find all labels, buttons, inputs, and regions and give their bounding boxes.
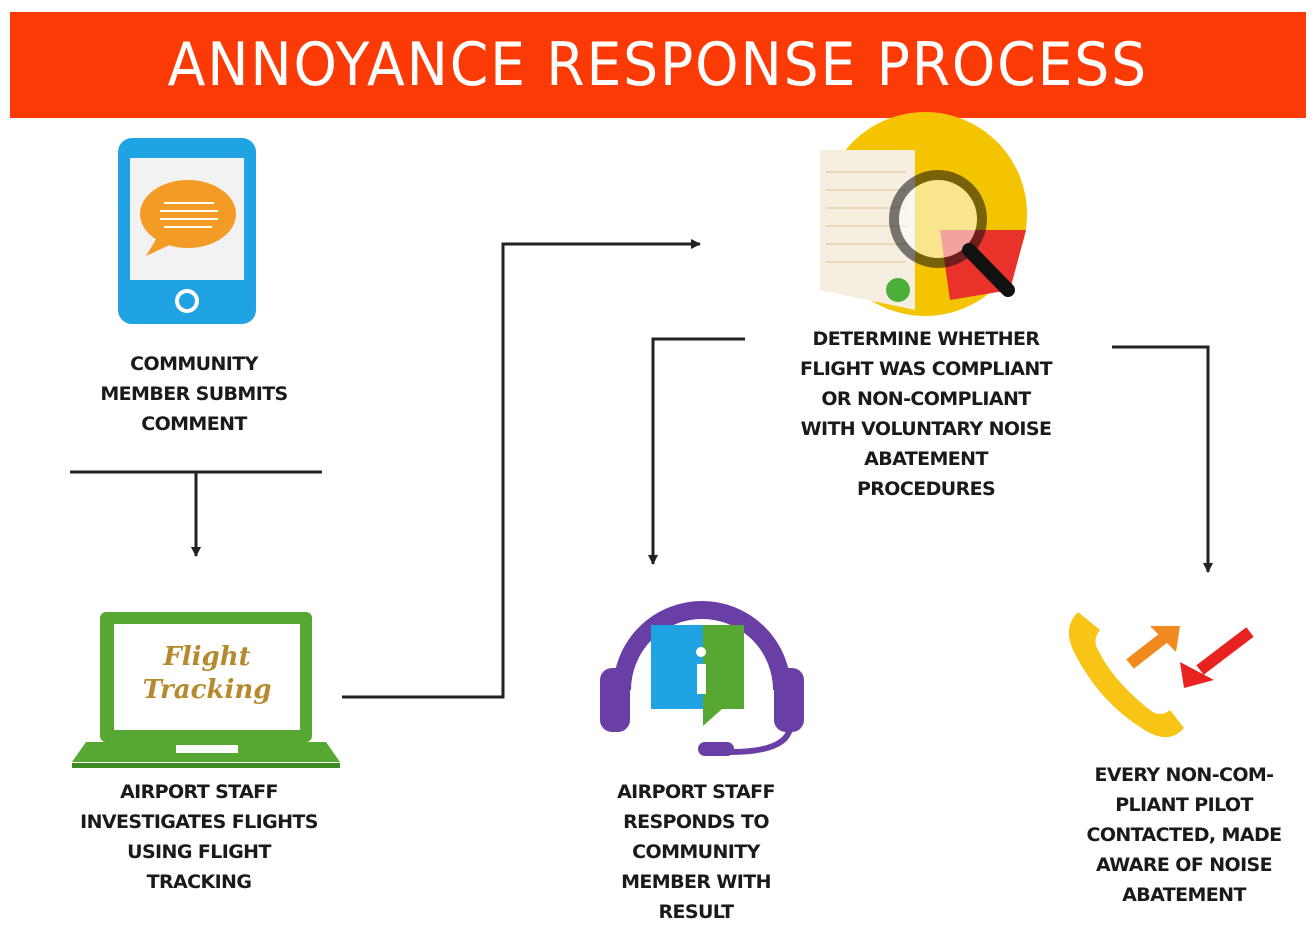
page-title: ANNOYANCE RESPONSE PROCESS	[167, 30, 1149, 100]
caption-submit-comment: COMMUNITY MEMBER SUBMITS COMMENT	[100, 353, 288, 435]
caption-investigate-flights: AIRPORT STAFF INVESTIGATES FLIGHTS USING…	[80, 781, 318, 893]
magnifying-glass-icon	[820, 112, 1027, 316]
connector-determine-to-respond	[648, 337, 745, 565]
caption-contact-pilot: EVERY NON-COM- PLIANT PILOT CONTACTED, M…	[1086, 764, 1282, 906]
title-banner: ANNOYANCE RESPONSE PROCESS	[10, 12, 1306, 118]
connector-investigate-to-determine	[342, 239, 701, 699]
caption-respond-to-community: AIRPORT STAFF RESPONDS TO COMMUNITY MEMB…	[617, 781, 775, 923]
caption-determine-compliance: DETERMINE WHETHER FLIGHT WAS COMPLIANT O…	[799, 328, 1053, 500]
connector-determine-to-contact	[1112, 345, 1213, 573]
laptop-flight-tracking-icon: Flight Tracking	[72, 612, 340, 768]
flight-tracking-screen-line1: Flight	[162, 642, 250, 672]
headset-info-icon	[600, 601, 804, 756]
phone-call-icon	[1068, 612, 1254, 738]
connector-submit-to-investigate	[70, 470, 322, 557]
flight-tracking-screen-line2: Tracking	[143, 675, 272, 705]
smartphone-chat-icon	[118, 138, 256, 324]
